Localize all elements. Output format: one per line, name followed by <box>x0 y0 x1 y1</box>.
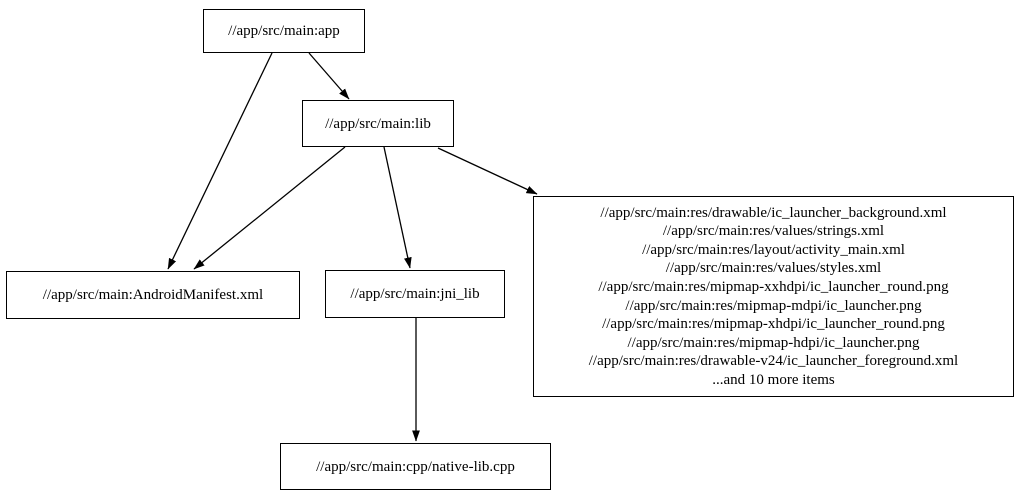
resources-line: //app/src/main:res/drawable-v24/ic_launc… <box>588 353 959 370</box>
node-android-manifest-label: //app/src/main:AndroidManifest.xml <box>42 287 264 303</box>
node-jni-lib: //app/src/main:jni_lib <box>325 270 505 318</box>
edge-lib-to-jni-lib <box>383 146 412 269</box>
node-app-label: //app/src/main:app <box>228 23 340 39</box>
node-jni-lib-label: //app/src/main:jni_lib <box>350 286 480 302</box>
resources-line: //app/src/main:res/mipmap-xxhdpi/ic_laun… <box>598 278 949 295</box>
resources-line: //app/src/main:res/mipmap-mdpi/ic_launch… <box>625 297 922 314</box>
node-android-manifest: //app/src/main:AndroidManifest.xml <box>6 271 300 319</box>
node-app: //app/src/main:app <box>203 9 365 53</box>
edge-lib-to-resources <box>437 147 538 195</box>
resources-line: //app/src/main:res/layout/activity_main.… <box>642 241 905 258</box>
resources-line: //app/src/main:res/values/strings.xml <box>662 223 885 240</box>
edge-app-to-lib <box>308 52 350 100</box>
node-lib: //app/src/main:lib <box>302 100 454 147</box>
node-native-lib-cpp: //app/src/main:cpp/native-lib.cpp <box>280 443 551 490</box>
edge-lib-to-manifest <box>193 146 346 270</box>
node-native-lib-cpp-label: //app/src/main:cpp/native-lib.cpp <box>316 458 515 475</box>
resources-line: //app/src/main:res/values/styles.xml <box>665 260 882 277</box>
resources-more-items: ...and 10 more items <box>712 371 835 388</box>
resources-line: //app/src/main:res/mipmap-hdpi/ic_launch… <box>627 334 920 351</box>
resources-line: //app/src/main:res/mipmap-xhdpi/ic_launc… <box>602 316 945 333</box>
node-resources: //app/src/main:res/drawable/ic_launcher_… <box>533 196 1014 397</box>
node-lib-label: //app/src/main:lib <box>325 115 431 132</box>
edge-app-to-manifest <box>167 52 273 270</box>
resources-line: //app/src/main:res/drawable/ic_launcher_… <box>600 204 947 221</box>
